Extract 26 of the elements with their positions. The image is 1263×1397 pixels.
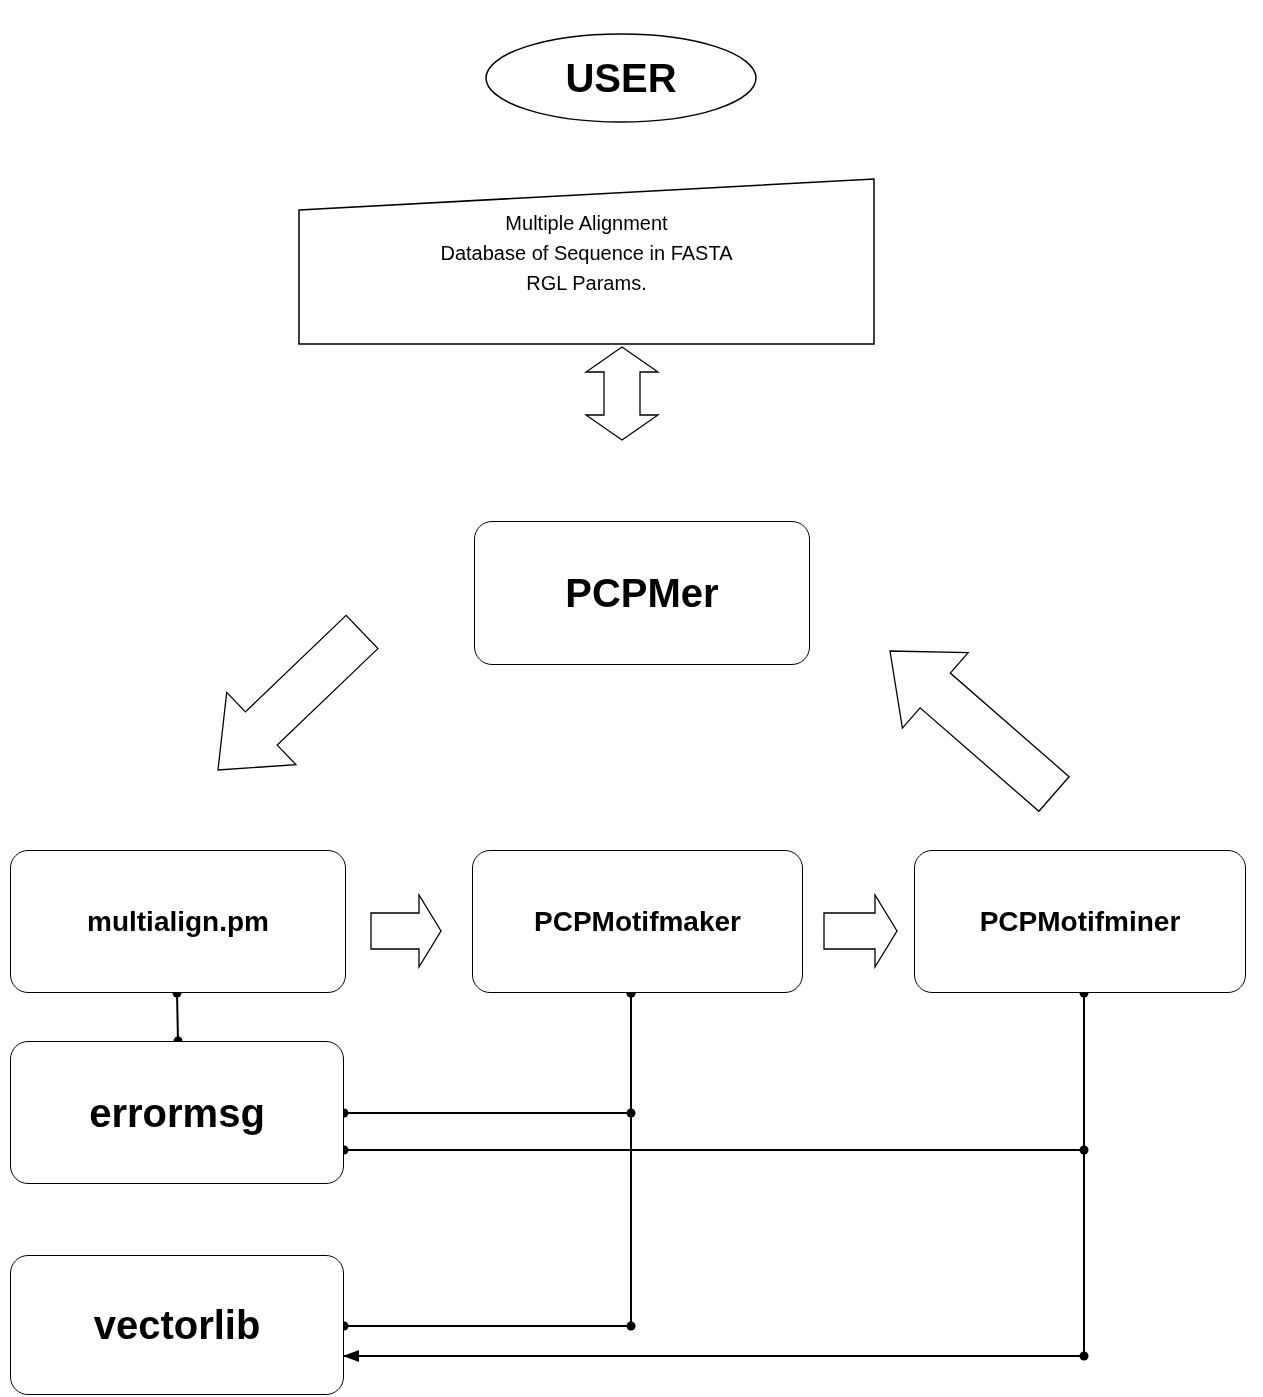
- terminator-ellipse: [485, 33, 757, 123]
- process-box: [914, 850, 1246, 993]
- node-text: RGL Params.: [526, 271, 647, 296]
- process-box: [472, 850, 803, 993]
- node-text: errormsg: [89, 1089, 265, 1137]
- node-text: multialign.pm: [87, 904, 269, 939]
- node-text: Multiple Alignment: [505, 211, 668, 236]
- node-text: Database of Sequence in FASTA: [440, 241, 733, 266]
- block-arrow: [889, 650, 1070, 813]
- process-box: [10, 1041, 344, 1184]
- block-arrow: [370, 892, 442, 970]
- connector-line: [343, 992, 1089, 1155]
- node-text: PCPMotifmaker: [534, 904, 741, 939]
- connector-line: [172, 992, 183, 1042]
- process-box: [10, 1255, 344, 1395]
- block-arrow: [823, 892, 898, 970]
- node-text: PCPMotifminer: [979, 904, 1181, 939]
- block-arrow: [217, 614, 379, 771]
- double-block-arrow: [583, 346, 661, 441]
- node-text: PCPMer: [565, 570, 719, 617]
- connector-line: [343, 992, 636, 1331]
- process-box: [10, 850, 346, 993]
- manual-input-shape: [298, 178, 875, 345]
- node-text: vectorlib: [93, 1302, 261, 1349]
- process-box: [474, 521, 810, 665]
- node-text: USER: [565, 55, 677, 102]
